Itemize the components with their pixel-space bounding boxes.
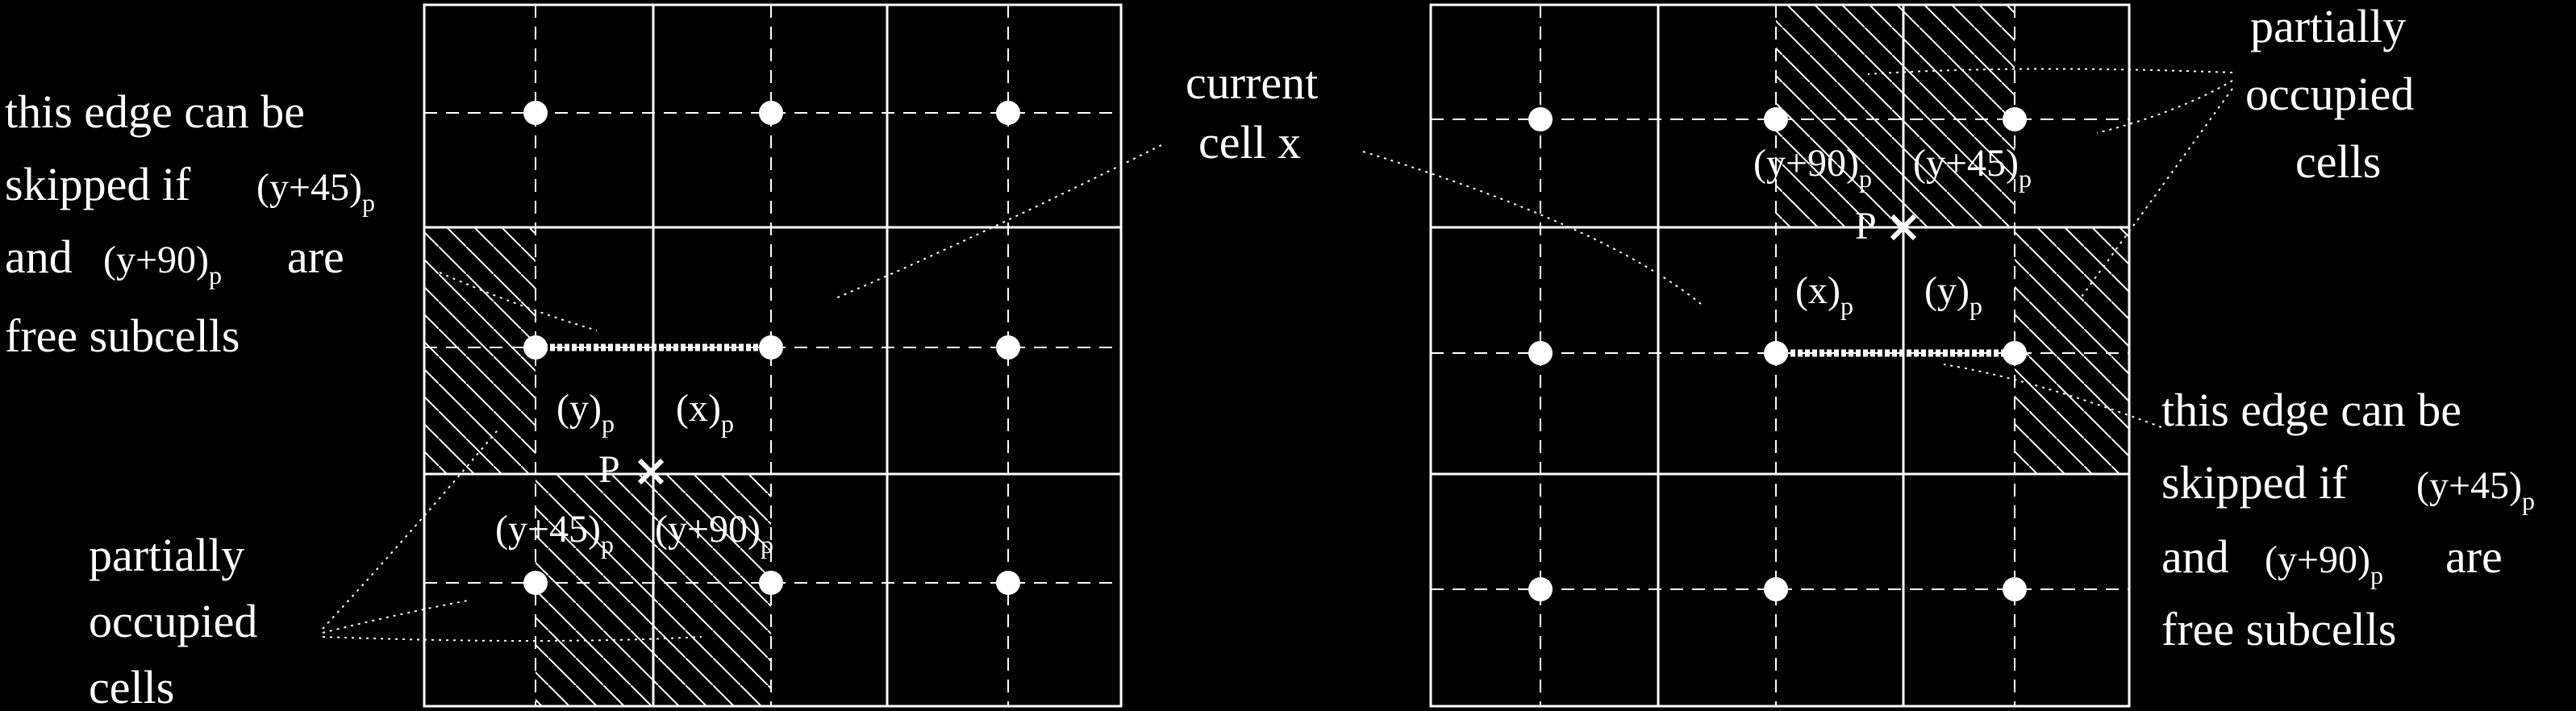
right-hatched-cells <box>1776 5 2129 474</box>
node-dot-icon <box>1528 341 1553 365</box>
right-nodes <box>1528 107 2027 601</box>
node-dot-icon <box>523 335 548 360</box>
node-dot-icon <box>1764 341 1788 365</box>
left-edge-note-line5: free subcells <box>5 310 240 362</box>
left-edge-note-line2: skipped if <box>5 158 191 210</box>
left-partial-note-line3: cells <box>89 661 174 711</box>
left-point-x-mark-icon <box>637 458 665 485</box>
right-edge-note-y45: (y+45)p <box>2416 464 2535 515</box>
left-edge-note-line3: and <box>5 231 73 283</box>
node-dot-icon <box>759 571 783 595</box>
node-dot-icon <box>523 571 548 595</box>
right-label-y45: (y+45)p <box>1913 142 2032 193</box>
node-dot-icon <box>1764 577 1788 601</box>
right-edge-note-line1: this edge can be <box>2161 384 2461 436</box>
left-label-y: (y)p <box>556 387 615 438</box>
node-dot-icon <box>996 335 1020 360</box>
left-partial-note-line2: occupied <box>89 595 257 647</box>
right-label-y90: (y+90)p <box>1753 142 1872 193</box>
node-dot-icon <box>1764 107 1788 131</box>
current-cell-label-line1: current <box>1186 56 1318 109</box>
right-label-y: (y)p <box>1924 269 1982 320</box>
right-partial-note-line3: cells <box>2295 135 2381 188</box>
left-panel: this edge can be skipped if (y+45)p and … <box>5 3 1318 711</box>
node-dot-icon <box>1528 577 1553 601</box>
node-dot-icon <box>996 101 1020 125</box>
current-cell-label-line2: cell x <box>1198 116 1301 168</box>
left-label-y90: (y+90)p <box>655 508 773 559</box>
node-dot-icon <box>2003 341 2027 365</box>
node-dot-icon <box>523 101 548 125</box>
right-edge-note-line5: free subcells <box>2161 603 2396 655</box>
right-partial-note-line2: occupied <box>2245 68 2414 120</box>
node-dot-icon <box>2003 577 2027 601</box>
right-edge-note-line2: skipped if <box>2161 456 2348 509</box>
left-hatched-cells <box>424 227 771 706</box>
left-partial-note-line1: partially <box>89 529 244 581</box>
left-edge-note-y90: (y+90)p <box>103 239 222 289</box>
left-edge-note-line4: are <box>287 231 344 283</box>
node-dot-icon <box>759 335 783 360</box>
left-grid <box>423 3 1123 708</box>
right-edge-note-line4: are <box>2445 530 2503 583</box>
node-dot-icon <box>759 101 783 125</box>
right-leader-lines <box>1362 68 2233 428</box>
node-dot-icon <box>2003 107 2027 131</box>
left-edge-note-y45: (y+45)p <box>256 166 375 217</box>
right-point-label: P <box>1855 205 1877 247</box>
node-dot-icon <box>1528 107 1553 131</box>
left-label-y45: (y+45)p <box>495 508 614 559</box>
left-nodes <box>523 101 1020 595</box>
right-panel: partially occupied cells (y+90)p (y+45)p… <box>1362 0 2535 708</box>
left-edge-note-line1: this edge can be <box>5 85 305 138</box>
right-label-x: (x)p <box>1795 269 1853 320</box>
left-point-label: P <box>598 448 620 491</box>
node-dot-icon <box>996 571 1020 595</box>
right-partial-note-line1: partially <box>2250 0 2406 52</box>
right-point-x-mark-icon <box>1890 214 1917 241</box>
left-label-x: (x)p <box>676 387 734 438</box>
right-edge-note-line3: and <box>2161 530 2229 583</box>
right-edge-note-y90: (y+90)p <box>2265 538 2383 589</box>
left-leader-lines <box>322 144 1162 642</box>
